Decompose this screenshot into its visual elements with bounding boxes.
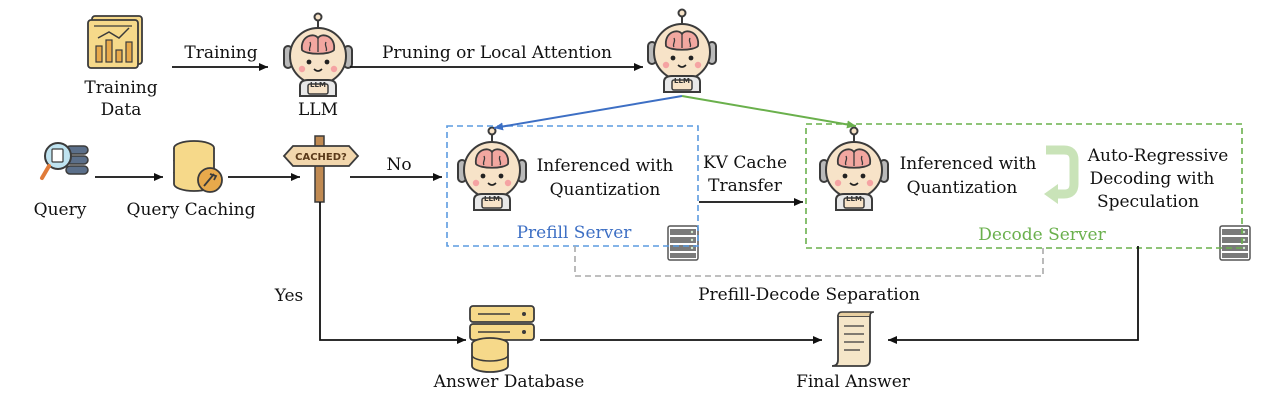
edge-decode-to-answer (888, 246, 1139, 344)
llm-badge: LLM (674, 77, 690, 85)
prefill-server-label: Prefill Server (517, 223, 633, 243)
prefill-server-rack-icon (667, 225, 699, 261)
answer-database-label: Answer Database (433, 372, 585, 392)
yes-edge-label: Yes (274, 286, 304, 306)
autoregressive-line1: Auto-Regressive (1087, 146, 1229, 166)
training-data-label-line1: Training (84, 78, 157, 98)
prefill-robot-icon: LLM (457, 126, 527, 211)
no-edge-label: No (386, 155, 411, 175)
decode-text-line2: Quantization (907, 178, 1018, 198)
query-label: Query (34, 200, 87, 220)
autoregressive-line3: Speculation (1097, 192, 1199, 212)
prefill-text-line1: Inferenced with (537, 156, 674, 176)
edge-to-decode (681, 95, 857, 129)
training-edge-label: Training (184, 43, 257, 63)
separation-label: Prefill-Decode Separation (698, 285, 920, 305)
answer-database-icon (469, 305, 535, 373)
query-caching-label: Query Caching (127, 200, 256, 220)
edge-yes (319, 202, 466, 344)
pruning-edge-label: Pruning or Local Attention (382, 43, 612, 63)
edge-to-prefill (493, 95, 683, 131)
separation-bracket (574, 246, 1044, 277)
decode-text-line1: Inferenced with (900, 154, 1037, 174)
prefill-server-box (446, 125, 699, 247)
cached-sign-label: CACHED? (295, 152, 347, 163)
decode-server-label: Decode Server (978, 225, 1106, 245)
autoregressive-line2: Decoding with (1090, 169, 1215, 189)
cached-signpost-icon: CACHED? (282, 135, 360, 203)
llm-robot-icon: LLM (283, 12, 353, 97)
llm-badge: LLM (846, 195, 862, 203)
training-data-label-line2: Data (101, 100, 142, 120)
query-caching-icon (173, 140, 223, 193)
loop-arrow-icon (1044, 145, 1079, 204)
final-answer-label: Final Answer (796, 372, 911, 392)
final-answer-scroll-icon (831, 311, 875, 367)
llm-badge: LLM (484, 195, 500, 203)
training-data-icon (87, 15, 143, 69)
llm-label: LLM (298, 100, 338, 120)
prefill-text-line2: Quantization (550, 180, 661, 200)
kv-cache-label-line1: KV Cache (703, 153, 787, 173)
query-icon (40, 142, 89, 180)
kv-cache-label-line2: Transfer (708, 176, 783, 196)
decode-server-rack-icon (1219, 225, 1251, 261)
decode-robot-icon: LLM (819, 126, 889, 211)
llm-badge: LLM (310, 81, 326, 89)
pruned-llm-robot-icon: LLM (647, 8, 717, 93)
